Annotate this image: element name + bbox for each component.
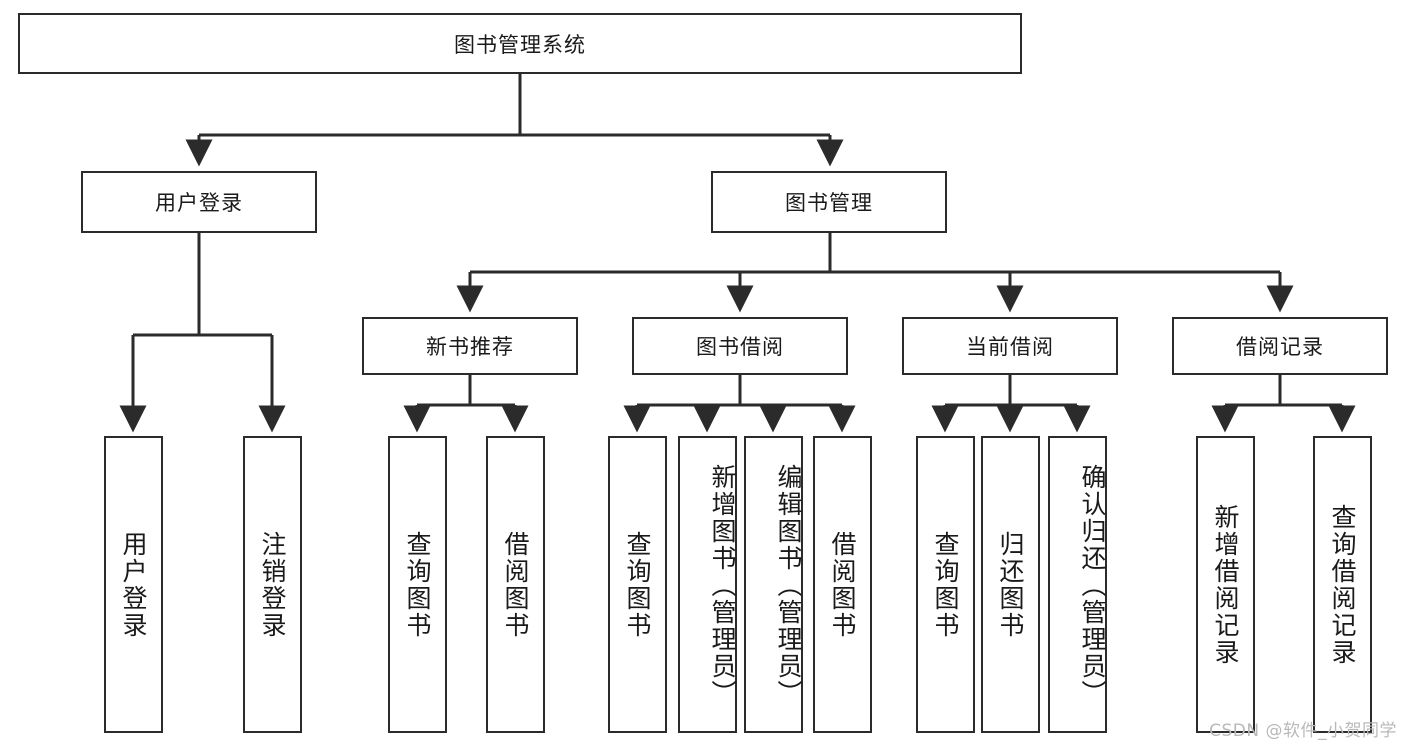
node-leaf-query-book-nb[interactable]: 查询图书 [388,436,447,733]
node-label: 编辑图书（管理员） [774,464,803,707]
node-label: 查询图书 [403,530,432,639]
node-leaf-borrow-book-nb[interactable]: 借阅图书 [486,436,545,733]
node-label: 新增借阅记录 [1211,503,1240,666]
node-label: 查询图书 [931,530,960,639]
node-leaf-borrow-book-bb[interactable]: 借阅图书 [813,436,872,733]
node-label: 新增图书（管理员） [708,464,737,707]
node-label: 查询借阅记录 [1328,503,1357,666]
node-leaf-logout-login[interactable]: 注销登录 [243,436,302,733]
node-label: 确认归还（管理员） [1078,464,1107,707]
node-label: 当前借阅 [966,335,1054,359]
watermark-text: CSDN @软件_小贺同学 [1209,721,1397,741]
node-label: 借阅记录 [1236,335,1324,359]
node-user-login[interactable]: 用户登录 [81,171,317,233]
node-label: 图书管理 [785,191,873,215]
node-label: 用户登录 [119,530,148,639]
node-leaf-add-book-admin[interactable]: 新增图书（管理员） [678,436,737,733]
node-label: 图书借阅 [696,335,784,359]
node-label: 查询图书 [623,530,652,639]
node-book-management[interactable]: 图书管理 [711,171,947,233]
node-label: 图书管理系统 [454,32,586,57]
node-borrow-record[interactable]: 借阅记录 [1172,317,1388,375]
node-label: 借阅图书 [828,530,857,639]
node-leaf-confirm-return-admin[interactable]: 确认归还（管理员） [1048,436,1107,733]
node-label: 归还图书 [996,530,1025,639]
node-root-system[interactable]: 图书管理系统 [18,13,1022,74]
node-label: 注销登录 [258,530,287,639]
node-leaf-edit-book-admin[interactable]: 编辑图书（管理员） [744,436,803,733]
node-leaf-query-borrow-record[interactable]: 查询借阅记录 [1313,436,1372,733]
node-current-borrow[interactable]: 当前借阅 [902,317,1118,375]
node-label: 用户登录 [155,191,243,215]
node-label: 借阅图书 [501,530,530,639]
node-label: 新书推荐 [426,335,514,359]
node-new-book-recommend[interactable]: 新书推荐 [362,317,578,375]
node-leaf-query-book-bb[interactable]: 查询图书 [608,436,667,733]
node-leaf-add-borrow-record[interactable]: 新增借阅记录 [1196,436,1255,733]
node-leaf-return-book[interactable]: 归还图书 [981,436,1040,733]
node-book-borrow[interactable]: 图书借阅 [632,317,848,375]
node-leaf-query-book-cb[interactable]: 查询图书 [916,436,975,733]
node-leaf-user-login[interactable]: 用户登录 [104,436,163,733]
